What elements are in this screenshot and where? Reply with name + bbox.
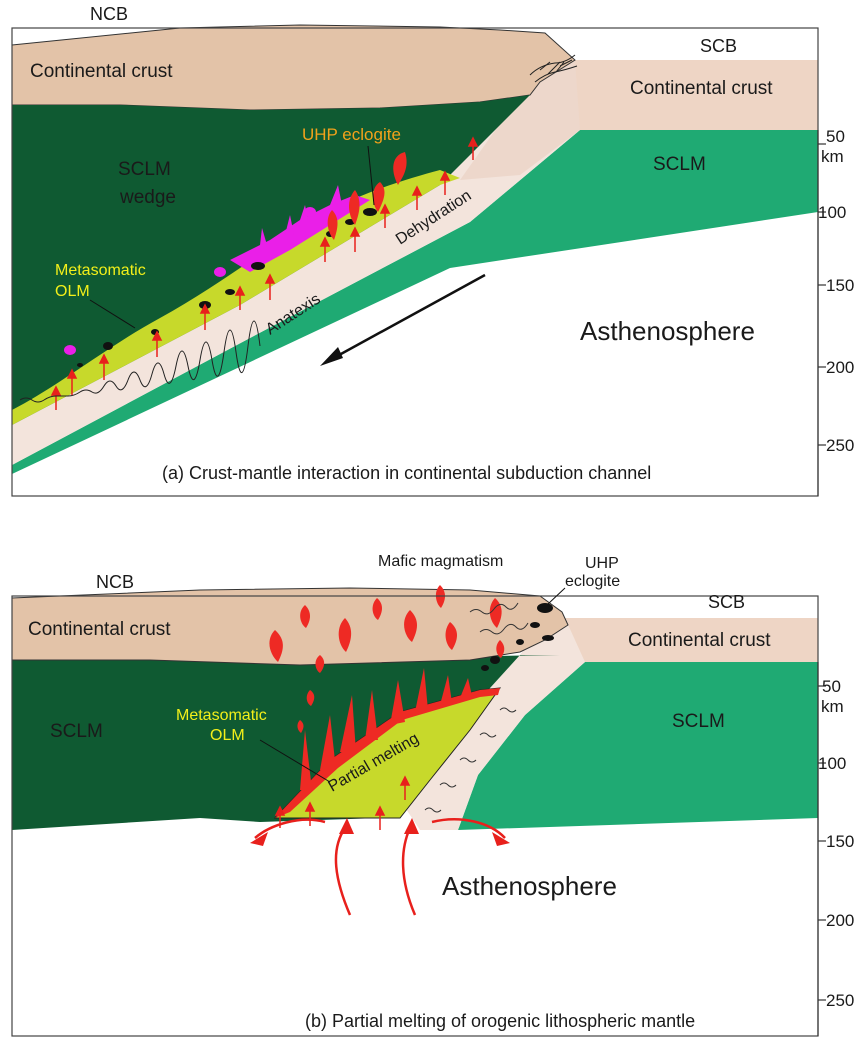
- panel-a-uhp-label: UHP eclogite: [302, 125, 401, 144]
- panel-a-subduction-arrow: [320, 273, 486, 366]
- panel-a-depth-unit: km: [821, 147, 844, 166]
- panel-b-fluid-wavy: [424, 602, 529, 813]
- panel-b-depth-unit: km: [821, 697, 844, 716]
- panel-b-depth-250: 250: [826, 991, 854, 1010]
- panel-b-partial-melt-layer: [275, 688, 500, 818]
- panel-b-metasomatic-label-1: Metasomatic: [176, 707, 267, 724]
- panel-b-scb-label: SCB: [708, 592, 745, 612]
- panel-a-scb-sclm: [12, 130, 818, 474]
- panel-b-subducting-slab: [400, 620, 585, 830]
- panel-b-depth-100: 100: [818, 754, 846, 773]
- panel-a-slab-shade: [460, 60, 580, 180]
- panel-b-ncb-crust: [11, 587, 569, 666]
- panel-b: 50 km 100 150 200 250 NCB SCB Mafic magm…: [11, 553, 854, 1037]
- panel-a-subducting-slab: [12, 60, 580, 465]
- panel-a-depth-50: 50: [826, 127, 845, 146]
- panel-b-sclm-left-label: SCLM: [50, 721, 103, 742]
- panel-b-mafic-magmatism-label: Mafic magmatism: [378, 553, 503, 570]
- panel-a-caption: (a) Crust-mantle interaction in continen…: [162, 463, 651, 483]
- panel-a-fluid-arrows: [50, 136, 479, 410]
- panel-a-metasomatic-label-1: Metasomatic: [55, 262, 146, 279]
- panel-a-scb-crust: [575, 60, 818, 130]
- panel-a: 50 km 100 150 200 250 NCB SCB Continenta…: [11, 4, 854, 497]
- panel-b-uhp-label-2: eclogite: [565, 573, 620, 590]
- panel-b-depth-50: 50: [822, 677, 841, 696]
- panel-b-upwelling-arrowheads: [250, 818, 510, 846]
- panel-b-crust-right-label: Continental crust: [628, 630, 771, 651]
- panel-a-wavy-line: [19, 320, 261, 403]
- panel-a-depth-200: 200: [826, 358, 854, 377]
- panel-a-sclm-wedge-label-2: wedge: [119, 187, 176, 208]
- panel-b-depth-200: 200: [826, 911, 854, 930]
- panel-b-sclm-right-label: SCLM: [672, 711, 725, 732]
- panel-a-sclm-right-label: SCLM: [653, 154, 706, 175]
- panel-a-ncb-crust: [11, 24, 576, 111]
- panel-b-uhp-leader: [547, 587, 566, 605]
- panel-a-suture-faults: [529, 54, 578, 83]
- panel-b-scb-sclm-main: [458, 662, 818, 830]
- panel-b-caption: (b) Partial melting of orogenic lithosph…: [305, 1011, 695, 1031]
- panel-a-crust-right-label: Continental crust: [630, 78, 773, 99]
- panel-a-sclm-wedge-label-1: SCLM: [118, 159, 171, 180]
- panel-b-metasomatic-label-2: OLM: [210, 727, 245, 744]
- panel-b-mafic-melts: [269, 585, 505, 790]
- panel-a-scb-label: SCB: [700, 36, 737, 56]
- panel-a-eclogite-blobs: [77, 208, 377, 367]
- panel-a-crust-left-label: Continental crust: [30, 61, 173, 82]
- panel-a-depth-100: 100: [818, 203, 846, 222]
- panel-a-depth-250: 250: [826, 436, 854, 455]
- panel-b-uhp-label-1: UHP: [585, 555, 619, 572]
- panel-b-scb-crust: [565, 618, 818, 662]
- panel-b-asthenosphere-label: Asthenosphere: [442, 871, 617, 901]
- panel-b-upwelling-arrows: [254, 818, 506, 916]
- panel-b-eclogite-blobs: [481, 603, 554, 671]
- panel-a-ncb-label: NCB: [90, 4, 128, 24]
- panel-a-mafic-melts: [327, 152, 407, 240]
- panel-b-ncb-label: NCB: [96, 572, 134, 592]
- panel-a-depth-axis: [817, 130, 826, 496]
- panel-a-depth-150: 150: [826, 276, 854, 295]
- panel-b-melt-arrows: [274, 775, 411, 830]
- panel-a-uhp-leader: [367, 145, 375, 206]
- panel-a-metasomatic-label-2: OLM: [55, 283, 90, 300]
- panel-a-metasomatic-olm: [12, 170, 460, 425]
- panel-b-metasomatic-leader: [259, 739, 331, 783]
- panel-b-depth-150: 150: [826, 832, 854, 851]
- panel-b-crust-left-label: Continental crust: [28, 619, 171, 640]
- panel-a-metasomatic-leader: [89, 299, 136, 329]
- panel-b-depth-axis: [817, 662, 826, 1036]
- panel-a-asthenosphere-label: Asthenosphere: [580, 316, 755, 346]
